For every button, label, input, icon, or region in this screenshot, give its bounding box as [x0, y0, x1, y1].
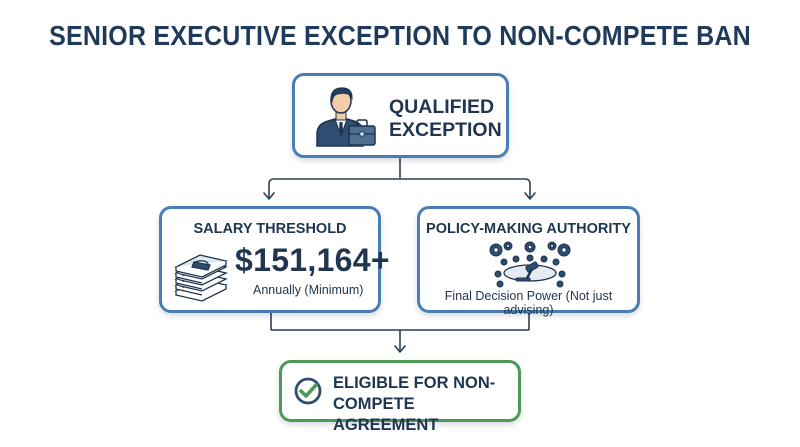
- salary-threshold-box: SALARY THRESHOLD $151,164+ Annually (Min…: [159, 206, 390, 313]
- policy-authority-title: POLICY-MAKING AUTHORITY: [426, 221, 631, 237]
- qualified-exception-label: QUALIFIED EXCEPTION: [389, 96, 502, 142]
- businessman-with-briefcase-icon: [316, 87, 376, 147]
- qualified-exception-line1: QUALIFIED: [389, 96, 495, 118]
- salary-threshold-title: SALARY THRESHOLD: [193, 221, 347, 237]
- eligible-result-box: ELIGIBLE FOR NON- COMPETE AGREEMENT: [279, 360, 521, 434]
- eligible-result-line2: COMPETE AGREEMENT: [333, 395, 439, 434]
- page-title: SENIOR EXECUTIVE EXCEPTION TO NON-COMPET…: [49, 20, 751, 52]
- qualified-exception-line2: EXCEPTION: [389, 119, 502, 141]
- money-stack-icon: [174, 254, 228, 302]
- qualified-exception-box: QUALIFIED EXCEPTION: [292, 73, 509, 158]
- checkmark-circle-icon: [294, 377, 322, 405]
- salary-note: Annually (Minimum): [253, 283, 364, 297]
- eligible-result-line1: ELIGIBLE FOR NON-: [333, 374, 496, 392]
- eligible-result-label: ELIGIBLE FOR NON- COMPETE AGREEMENT: [333, 373, 518, 436]
- boardroom-gears-gavel-icon: [489, 241, 571, 288]
- salary-value: $151,164+: [235, 242, 390, 278]
- policy-note: Final Decision Power (Not just advising): [444, 289, 613, 317]
- policy-authority-box: POLICY-MAKING AUTHORITY: [417, 206, 640, 317]
